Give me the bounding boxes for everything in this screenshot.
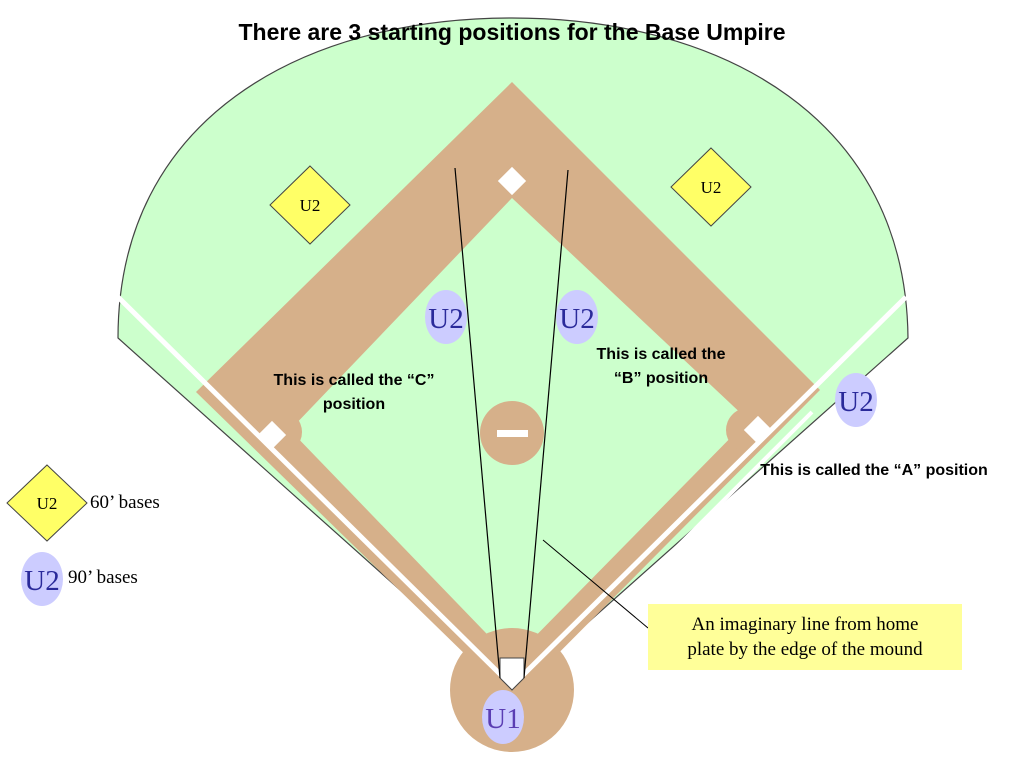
legend-circle-label: U2 (24, 565, 59, 597)
c-position-label-line2: position (323, 396, 385, 413)
imaginary-line-left (454, 167, 501, 679)
third-base (257, 420, 287, 450)
a-position-label: This is called the “A” position (760, 462, 988, 479)
imaginary-line-right (523, 169, 569, 679)
first-base (743, 415, 773, 445)
running-lane-line (652, 410, 814, 572)
legend-circle-marker (21, 552, 63, 606)
pitchers-rubber (497, 430, 528, 437)
u2-diamond-marker-right (670, 147, 752, 227)
legend-diamond-label: U2 (37, 494, 58, 513)
u2-circle-label-c: U2 (428, 303, 463, 335)
page-title: There are 3 starting positions for the B… (238, 19, 785, 45)
b-position-label-line2: “B” position (614, 370, 708, 387)
note-line2: plate by the edge of the mound (687, 639, 923, 660)
legend-diamond-marker (6, 464, 88, 542)
note-line1: An imaginary line from home (692, 614, 919, 635)
b-position-label-line1: This is called the (597, 346, 726, 363)
u2-circle-marker-b (556, 290, 598, 344)
imaginary-line-note-box (648, 604, 962, 670)
u2-diamond-marker-left (269, 165, 351, 245)
note-pointer-line (542, 539, 649, 629)
u1-circle-marker (482, 690, 524, 744)
u2-circle-marker-c (425, 290, 467, 344)
legend-90-bases: 90’ bases (68, 567, 138, 588)
c-position-label-line1: This is called the “C” (274, 372, 435, 389)
foul-line-left (116, 295, 508, 682)
u2-circle-label-a: U2 (838, 386, 873, 418)
u2-circle-marker-a (835, 373, 877, 427)
legend-60-bases: 60’ bases (90, 492, 160, 513)
u1-circle-label: U1 (485, 703, 520, 735)
u2-circle-label-b: U2 (559, 303, 594, 335)
u2-diamond-label-right: U2 (701, 178, 722, 197)
foul-line-right (516, 295, 908, 682)
u2-diamond-label-left: U2 (300, 196, 321, 215)
